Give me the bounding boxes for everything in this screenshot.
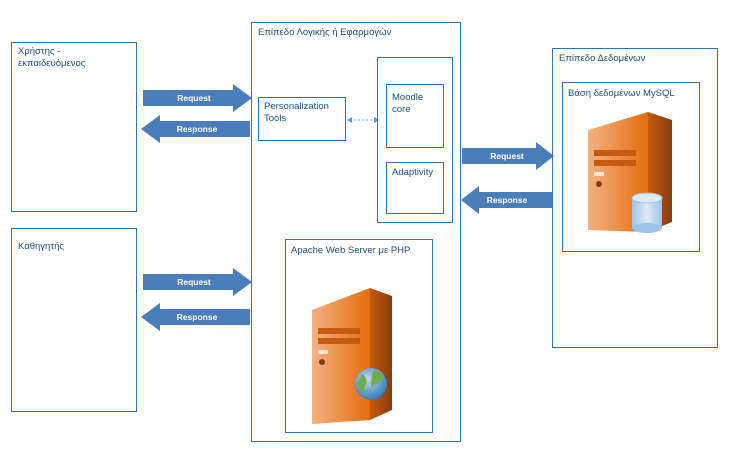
adaptivity-box <box>386 162 444 214</box>
mysql-box <box>562 82 700 252</box>
teacher-response-label: Response <box>176 312 218 322</box>
database-cylinder-icon <box>631 192 663 233</box>
teacher-label: Καθηγητής <box>18 241 64 252</box>
logic-layer-box <box>251 22 461 442</box>
data-response-label: Response <box>486 195 528 205</box>
teacher-box <box>11 228 137 412</box>
student-box <box>11 42 137 212</box>
student-request-arrow <box>143 84 252 112</box>
moodle-core-label: Moodle core <box>392 92 424 115</box>
student-response-arrow <box>141 115 250 143</box>
teacher-request-label: Request <box>177 277 211 287</box>
data-layer-title: Επίπεδο Δεδομένων <box>559 53 646 64</box>
moodle-core-box <box>386 84 444 148</box>
student-request-label: Request <box>177 93 211 103</box>
teacher-request-arrow <box>143 268 252 296</box>
logic-layer-title: Επίπεδο Λογικής ή Εφαρμογών <box>258 27 392 38</box>
data-response-arrow <box>461 186 553 214</box>
data-request-arrow <box>462 142 554 170</box>
apache-label: Apache Web Server με PHP <box>291 245 411 256</box>
personalization-tools-box <box>258 97 346 141</box>
mysql-label: Βάση δεδομένων MySQL <box>568 88 675 99</box>
moodle-container-box <box>377 57 453 223</box>
globe-icon <box>355 368 387 400</box>
personalization-moodle-connector <box>347 117 379 123</box>
personalization-tools-label: Personalization Tools <box>264 101 329 124</box>
apache-box <box>285 239 433 433</box>
teacher-response-arrow <box>141 303 250 331</box>
student-label: Χρήστης - εκπαιδευόμενος <box>18 46 86 69</box>
data-layer-box <box>552 48 718 348</box>
data-request-label: Request <box>490 151 524 161</box>
student-response-label: Response <box>176 124 218 134</box>
adaptivity-label: Adaptivity <box>392 167 434 178</box>
